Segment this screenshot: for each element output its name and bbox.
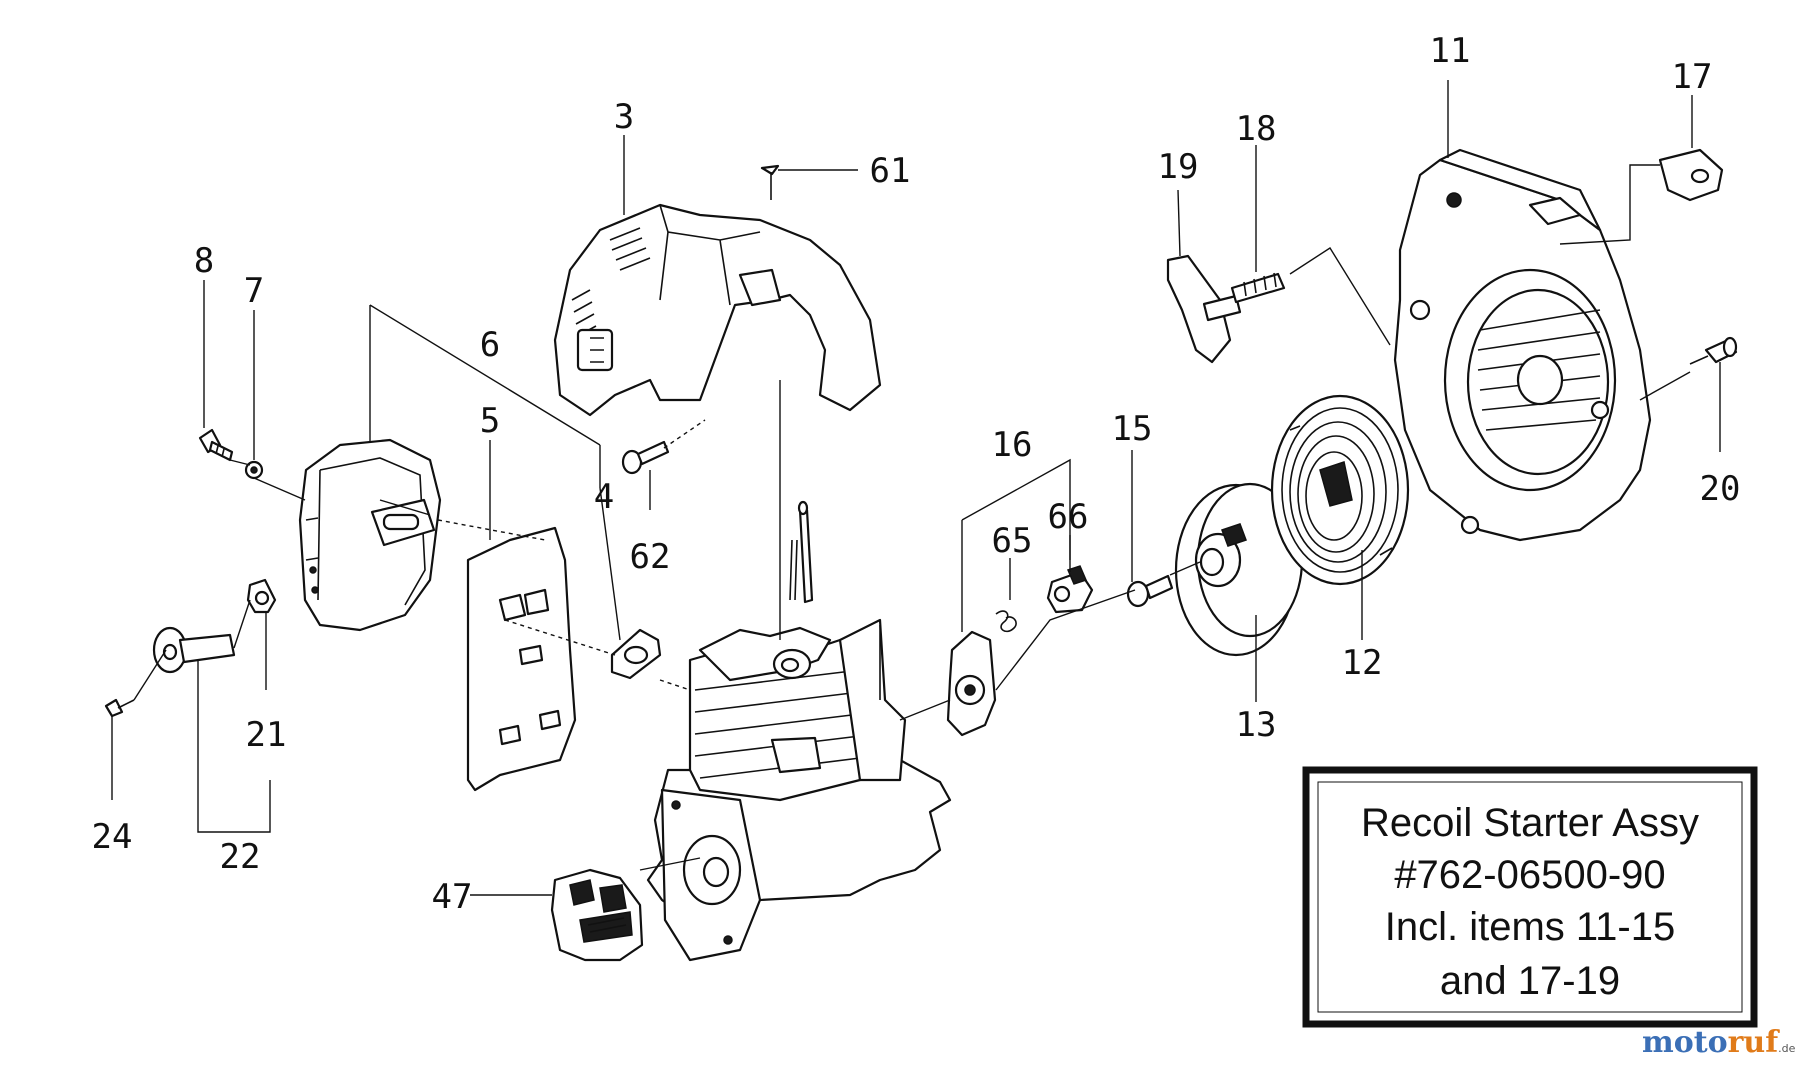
starter-rope-part-18 bbox=[1232, 273, 1284, 302]
callout-15: 15 bbox=[1112, 409, 1153, 449]
callout-3: 3 bbox=[614, 97, 634, 137]
callout-5: 5 bbox=[480, 401, 500, 441]
engine-cylinder-crankcase bbox=[648, 502, 950, 960]
callout-20: 20 bbox=[1700, 469, 1741, 509]
callout-4: 4 bbox=[594, 477, 614, 517]
info-box-line-4: and 17-19 bbox=[1440, 959, 1620, 1003]
callout-13: 13 bbox=[1236, 705, 1277, 745]
info-box-line-1: Recoil Starter Assy bbox=[1361, 801, 1699, 845]
callout-6: 6 bbox=[480, 325, 500, 365]
callout-numbers: 3 61 8 7 6 5 4 62 21 22 24 47 16 65 66 1… bbox=[92, 31, 1741, 917]
muffler-part-6 bbox=[300, 440, 440, 630]
callout-19: 19 bbox=[1158, 147, 1199, 187]
bolt-part-8 bbox=[200, 430, 232, 460]
gasket-part-4 bbox=[612, 630, 660, 678]
gasket-plate-part-5 bbox=[468, 528, 575, 790]
washer-part-7 bbox=[246, 462, 262, 478]
spring-part-65 bbox=[996, 611, 1016, 631]
callout-18: 18 bbox=[1236, 109, 1277, 149]
callout-11: 11 bbox=[1430, 31, 1471, 71]
motoruf-logo: motoruf.de bbox=[1642, 1025, 1796, 1060]
callout-16: 16 bbox=[992, 425, 1033, 465]
bolt-part-62 bbox=[623, 442, 668, 473]
callout-62: 62 bbox=[630, 537, 671, 577]
leader-lines bbox=[112, 80, 1720, 895]
engine-cover-part-3 bbox=[555, 205, 880, 415]
recoil-spring-part-12 bbox=[1272, 396, 1408, 584]
starter-pulley-part-13 bbox=[1176, 484, 1302, 655]
callout-17: 17 bbox=[1672, 57, 1713, 97]
recoil-starter-info-box: Recoil Starter Assy #762-06500-90 Incl. … bbox=[1306, 770, 1754, 1024]
logo-suffix: .de bbox=[1778, 1042, 1795, 1055]
bolt-part-20 bbox=[1690, 338, 1736, 364]
callout-61: 61 bbox=[870, 151, 911, 191]
callout-22: 22 bbox=[220, 837, 261, 877]
svg-text:motoruf.de: motoruf.de bbox=[1642, 1025, 1796, 1060]
exhaust-tube-part-22 bbox=[154, 628, 234, 672]
starter-pawl-hub bbox=[948, 632, 995, 735]
starter-handle-part-19 bbox=[1168, 256, 1240, 362]
callout-12: 12 bbox=[1342, 643, 1383, 683]
logo-part-moto: moto bbox=[1642, 1025, 1728, 1060]
logo-part-ruf: ruf bbox=[1728, 1025, 1781, 1060]
starter-housing-part-11 bbox=[1395, 150, 1650, 540]
callout-21: 21 bbox=[246, 715, 287, 755]
callout-65: 65 bbox=[992, 521, 1033, 561]
info-box-line-3: Incl. items 11-15 bbox=[1385, 905, 1676, 949]
pin-part-61 bbox=[762, 166, 778, 200]
pawl-part-66 bbox=[1048, 566, 1092, 612]
flywheel-magnet-part-47 bbox=[552, 870, 642, 960]
screw-part-24 bbox=[106, 700, 134, 716]
info-box-line-2: #762-06500-90 bbox=[1394, 853, 1665, 897]
callout-47: 47 bbox=[432, 877, 473, 917]
callout-24: 24 bbox=[92, 817, 133, 857]
screw-part-15 bbox=[1128, 576, 1172, 606]
callout-8: 8 bbox=[194, 241, 214, 281]
callout-66: 66 bbox=[1048, 497, 1089, 537]
bracket-part-21 bbox=[248, 580, 275, 612]
callout-7: 7 bbox=[244, 271, 264, 311]
rope-guide-part-17 bbox=[1660, 150, 1722, 200]
